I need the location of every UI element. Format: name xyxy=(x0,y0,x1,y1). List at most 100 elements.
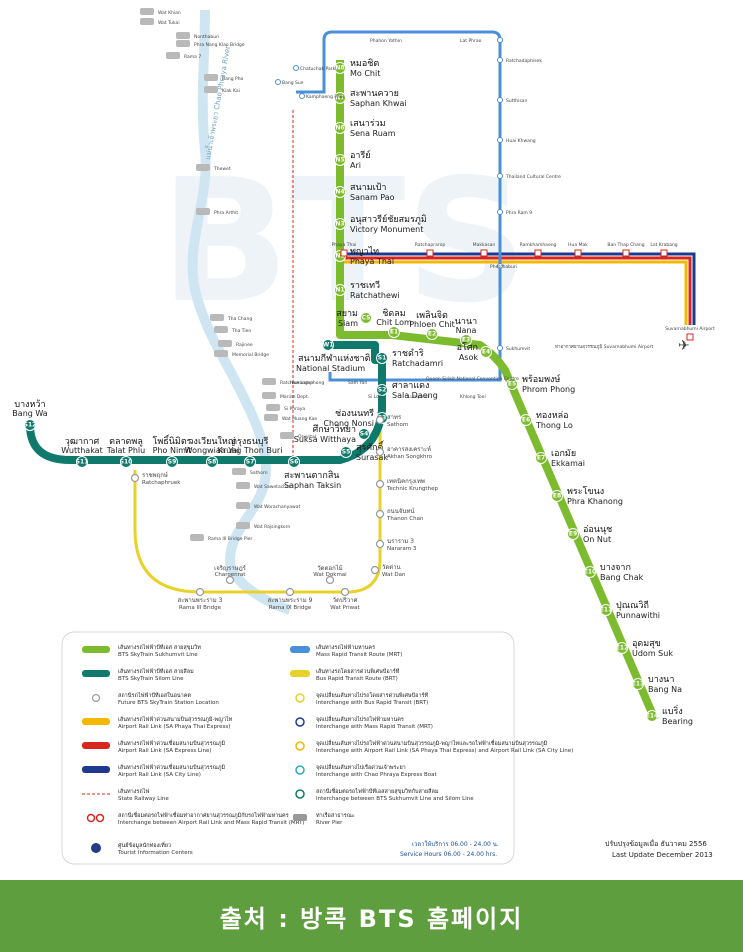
mrt-station-marker[interactable] xyxy=(497,345,503,351)
station-marker-s2[interactable] xyxy=(376,384,388,396)
station-marker-s4[interactable] xyxy=(358,428,370,440)
station-marker-e4[interactable] xyxy=(480,346,492,358)
brt-station-marker[interactable] xyxy=(195,587,205,597)
arl-station-marker[interactable] xyxy=(686,333,694,341)
brt-name-th: สะพานพระราม 3 xyxy=(178,597,223,604)
brt-station-marker[interactable] xyxy=(285,587,295,597)
brt-station-marker[interactable] xyxy=(375,447,385,457)
pier-label: Kiak Kai xyxy=(222,88,240,94)
mrt-station-marker[interactable] xyxy=(299,93,305,99)
station-marker-n3[interactable] xyxy=(334,218,346,230)
pier-marker[interactable] xyxy=(204,86,218,93)
station-marker-n6[interactable] xyxy=(334,122,346,134)
station-marker-e6[interactable] xyxy=(520,414,532,426)
station-marker-s10[interactable] xyxy=(120,456,132,468)
pier-marker[interactable] xyxy=(262,378,276,385)
station-marker-s6[interactable] xyxy=(288,456,300,468)
station-marker-e2[interactable] xyxy=(426,328,438,340)
pier-marker[interactable] xyxy=(196,208,210,215)
station-marker-e7[interactable] xyxy=(535,452,547,464)
mrt-station-marker[interactable] xyxy=(497,173,503,179)
mrt-station-marker[interactable] xyxy=(497,263,503,269)
pier-marker[interactable] xyxy=(210,314,224,321)
station-marker-n5[interactable] xyxy=(334,154,346,166)
station-marker-e11[interactable] xyxy=(600,604,612,616)
station-marker-n8[interactable] xyxy=(334,62,346,74)
pier-marker[interactable] xyxy=(264,414,278,421)
pier-marker[interactable] xyxy=(176,40,190,47)
pier-marker[interactable] xyxy=(204,74,218,81)
legend-label-en: Mass Rapid Transit Route (MRT) xyxy=(316,652,402,658)
station-marker-e10[interactable] xyxy=(584,566,596,578)
station-marker-s9[interactable] xyxy=(166,456,178,468)
pier-marker[interactable] xyxy=(190,534,204,541)
station-marker-e1[interactable] xyxy=(388,326,400,338)
station-marker-e5[interactable] xyxy=(506,378,518,390)
station-marker-cs[interactable] xyxy=(360,312,372,324)
station-name-en: Asok xyxy=(459,353,479,362)
station-marker-e12[interactable] xyxy=(616,642,628,654)
pier-label: Tha Chang xyxy=(227,316,252,322)
arl-station-marker[interactable] xyxy=(622,249,630,257)
pier-marker[interactable] xyxy=(236,522,250,529)
brt-station-marker[interactable] xyxy=(375,479,385,489)
mrt-station-marker[interactable] xyxy=(497,97,503,103)
pier-marker[interactable] xyxy=(196,164,210,171)
legend-label-en: Airport Rail Link (SA Express Line) xyxy=(118,748,212,754)
pier-marker[interactable] xyxy=(236,482,250,489)
station-marker-n4[interactable] xyxy=(334,186,346,198)
station-marker-s1[interactable] xyxy=(376,352,388,364)
arl-station-marker[interactable] xyxy=(426,249,434,257)
pier-marker[interactable] xyxy=(140,18,154,25)
station-marker-e9[interactable] xyxy=(567,528,579,540)
station-marker-s11[interactable] xyxy=(76,456,88,468)
station-marker-n7[interactable] xyxy=(334,92,346,104)
mrt-station-label: Hua Lamphong xyxy=(290,380,324,386)
pier-marker[interactable] xyxy=(214,326,228,333)
brt-station-marker[interactable] xyxy=(225,575,235,585)
mrt-station-marker[interactable] xyxy=(497,57,503,63)
brt-station-marker[interactable] xyxy=(375,509,385,519)
pier-marker[interactable] xyxy=(140,8,154,15)
arl-station-marker[interactable] xyxy=(574,249,582,257)
pier-marker[interactable] xyxy=(218,340,232,347)
station-name-th: นานา xyxy=(455,317,477,327)
pier-marker[interactable] xyxy=(176,32,190,39)
mrt-station-marker[interactable] xyxy=(293,65,299,71)
mrt-station-marker[interactable] xyxy=(497,137,503,143)
arl-station-marker[interactable] xyxy=(534,249,542,257)
mrt-station-marker[interactable] xyxy=(497,37,503,43)
pier-label: Memorial Bridge xyxy=(232,352,269,358)
pier-marker[interactable] xyxy=(266,404,280,411)
pier-label: Ratchawongse xyxy=(280,380,313,386)
brt-station-marker[interactable] xyxy=(325,575,335,585)
station-marker-s5[interactable] xyxy=(340,446,352,458)
station-marker-w1[interactable] xyxy=(322,339,334,351)
pier-marker[interactable] xyxy=(236,502,250,509)
pier-marker[interactable] xyxy=(280,432,294,439)
station-name-en: Surasak xyxy=(356,453,388,462)
pier-marker[interactable] xyxy=(214,350,228,357)
brt-station-marker[interactable] xyxy=(340,587,350,597)
mrt-station-marker[interactable] xyxy=(497,209,503,215)
arl-station-marker[interactable] xyxy=(480,249,488,257)
brt-station-marker[interactable] xyxy=(375,539,385,549)
arl-station-marker[interactable] xyxy=(340,249,348,257)
station-marker-s7[interactable] xyxy=(244,456,256,468)
mrt-station-marker[interactable] xyxy=(275,79,281,85)
brt-station-marker[interactable] xyxy=(375,415,385,425)
station-marker-s12[interactable] xyxy=(24,419,36,431)
pier-marker[interactable] xyxy=(166,52,180,59)
pier-marker[interactable] xyxy=(232,468,246,475)
station-marker-n1[interactable] xyxy=(334,284,346,296)
station-marker-e3[interactable] xyxy=(460,334,472,346)
legend-label-th: เส้นทางรถไฟฟ้าด่วนเชื่อมสนามบินสุวรรณภูม… xyxy=(118,763,225,771)
brt-station-marker[interactable] xyxy=(370,565,380,575)
station-marker-e13[interactable] xyxy=(632,678,644,690)
station-marker-e8[interactable] xyxy=(551,490,563,502)
brt-station-marker[interactable] xyxy=(130,473,140,483)
pier-marker[interactable] xyxy=(262,392,276,399)
station-marker-s8[interactable] xyxy=(206,456,218,468)
arl-station-marker[interactable] xyxy=(660,249,668,257)
station-marker-e14[interactable] xyxy=(646,710,658,722)
